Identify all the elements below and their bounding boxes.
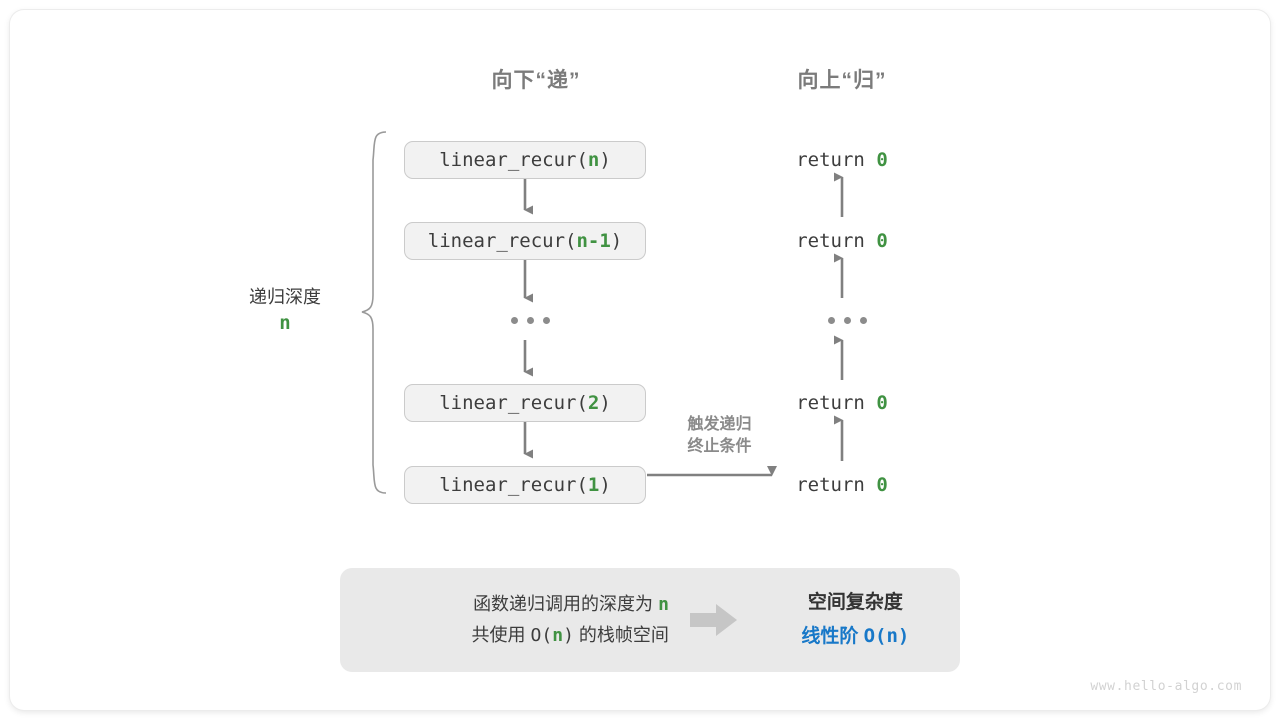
return-value: 0 <box>876 392 888 414</box>
call-box-arg: n <box>587 149 600 171</box>
call-box-n: linear_recur(n) <box>404 141 646 179</box>
summary-line-2-prefix: 共使用 <box>471 625 526 645</box>
return-label-1: return 0 <box>752 149 932 171</box>
call-box-arg: 1 <box>587 474 600 496</box>
return-value: 0 <box>876 149 888 171</box>
call-box-suffix: ) <box>610 230 623 252</box>
recursion-depth-label: 递归深度 <box>249 287 321 307</box>
summary-big-o-close: ) <box>563 625 574 646</box>
summary-description: 函数递归调用的深度为 n 共使用 O(n) 的栈帧空间 <box>340 589 677 652</box>
call-box-1: linear_recur(1) <box>404 466 646 504</box>
summary-line-1: 函数递归调用的深度为 n <box>340 589 669 621</box>
ellipsis-icon-up <box>828 317 867 324</box>
return-label-2: return 0 <box>752 230 932 252</box>
return-label-4: return 0 <box>752 474 932 496</box>
summary-big-o-n: n <box>552 625 564 646</box>
call-box-suffix: ) <box>599 149 611 171</box>
column-header-up: 向上“归” <box>797 69 887 92</box>
recursion-depth-value: n <box>279 311 291 334</box>
call-box-arg: 2 <box>587 392 600 414</box>
summary-line-2-suffix: 的栈帧空间 <box>578 625 669 645</box>
return-keyword: return <box>796 474 865 496</box>
figure-frame: 向下“递” 向上“归” linear_recur(n) linear_recur… <box>10 10 1270 710</box>
call-box-prefix: linear_recur( <box>427 230 577 252</box>
call-box-suffix: ) <box>599 392 611 414</box>
call-box-arg: n-1 <box>576 230 611 252</box>
ellipsis-icon-down <box>511 317 550 324</box>
return-label-3: return 0 <box>752 392 932 414</box>
return-keyword: return <box>796 230 865 252</box>
column-header-down: 向下“递” <box>491 69 581 92</box>
call-box-suffix: ) <box>599 474 611 496</box>
summary-panel: 函数递归调用的深度为 n 共使用 O(n) 的栈帧空间 空间复杂度 线性阶 O(… <box>340 568 960 672</box>
return-value: 0 <box>876 474 888 496</box>
termination-note-line2: 终止条件 <box>687 437 752 455</box>
return-keyword: return <box>796 392 865 414</box>
call-box-n-minus-1: linear_recur(n-1) <box>404 222 646 260</box>
call-box-prefix: linear_recur( <box>439 474 588 496</box>
watermark: www.hello-algo.com <box>1090 679 1242 694</box>
curly-brace-icon <box>361 131 387 494</box>
summary-line-2: 共使用 O(n) 的栈帧空间 <box>340 620 669 652</box>
summary-big-o-open: O( <box>530 625 553 646</box>
summary-result-value: 线性阶 O(n) <box>751 620 960 653</box>
summary-line-1-n: n <box>658 593 669 615</box>
call-box-2: linear_recur(2) <box>404 384 646 422</box>
return-keyword: return <box>796 149 865 171</box>
call-box-prefix: linear_recur( <box>439 392 588 414</box>
summary-line-1-text: 函数递归调用的深度为 <box>473 593 654 614</box>
summary-result: 空间复杂度 线性阶 O(n) <box>751 587 960 653</box>
return-value: 0 <box>876 230 888 252</box>
summary-result-order: 线性阶 <box>801 625 859 647</box>
recursion-depth-annotation: 递归深度 n <box>205 284 365 334</box>
summary-result-title: 空间复杂度 <box>807 592 903 614</box>
block-arrow-icon <box>677 603 751 637</box>
termination-note-line1: 触发递归 <box>687 416 752 433</box>
call-box-prefix: linear_recur( <box>439 149 588 171</box>
termination-note: 触发递归 终止条件 <box>647 414 792 457</box>
summary-result-bigo: O(n) <box>863 624 910 647</box>
